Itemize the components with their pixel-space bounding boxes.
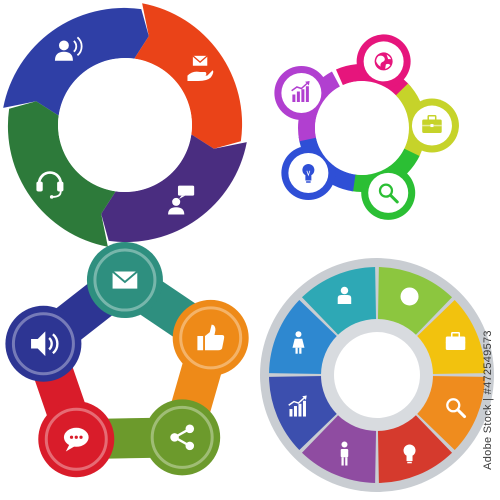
chain-node-ring (93, 248, 157, 312)
wheel-segment (415, 375, 485, 451)
pentagon-chain-diagram (5, 242, 249, 478)
ring-icon-badge (368, 172, 409, 213)
arrow-cycle-diagram (3, 3, 247, 247)
stock-id-watermark: Adobe Stock | #472549573 (478, 300, 498, 500)
arrow-cycle-center (58, 58, 192, 192)
pentagon-chain-center (80, 320, 176, 416)
stock-id-text: Adobe Stock | #472549573 (482, 330, 495, 470)
chain-node-ring (179, 306, 243, 370)
chain-node-ring (150, 405, 214, 469)
globe-icon (374, 52, 393, 71)
wheel-segment (269, 299, 339, 375)
arrow-segment (7, 101, 116, 247)
wheel-center (334, 332, 420, 418)
chain-node-ring (11, 312, 75, 376)
tab-ring-center (315, 81, 409, 175)
globe-icon (400, 287, 419, 306)
envelope-icon (111, 270, 139, 290)
arrow-segment (101, 134, 247, 243)
chain-node (144, 399, 221, 476)
chain-node-ring (44, 407, 108, 471)
wheel-segment (301, 413, 377, 483)
arrow-segment (3, 7, 149, 116)
segmented-wheel-diagram (260, 258, 494, 492)
tab-ring-diagram (274, 34, 459, 220)
